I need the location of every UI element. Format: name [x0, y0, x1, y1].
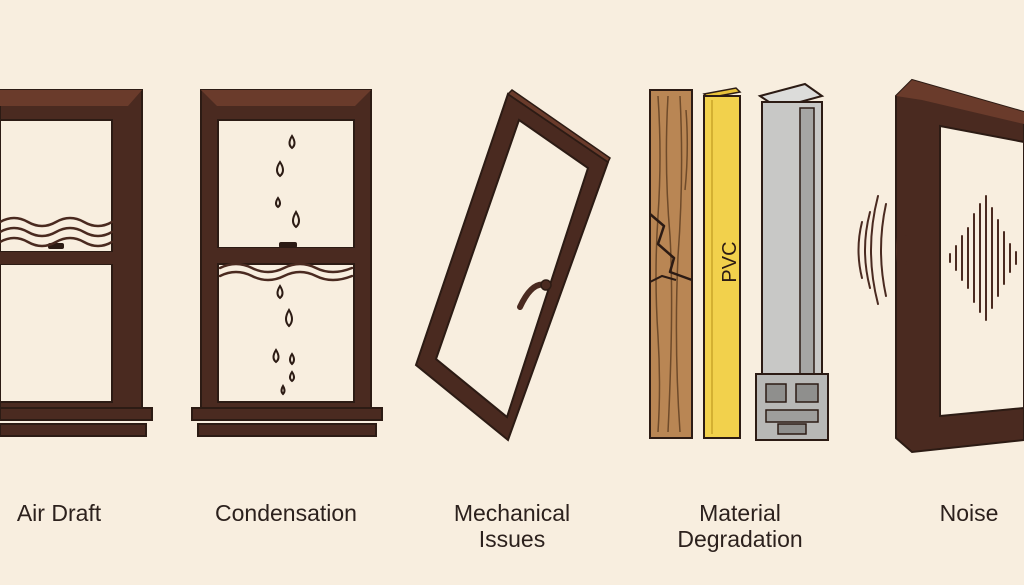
sound-wave-left: [857, 195, 907, 305]
condensation-droplets: [272, 134, 300, 396]
wood-frame-profile: [649, 89, 693, 439]
noise-window-icon: [895, 78, 1024, 454]
mechanical-issues-label-line-1: Mechanical: [453, 500, 571, 526]
noise-label: Noise: [924, 500, 1014, 526]
condensation-label-line: Condensation: [215, 500, 357, 526]
condensation-vapor-lines: [218, 262, 354, 282]
condensation-label: Condensation: [196, 500, 376, 526]
mechanical-issues-window-icon: [414, 89, 611, 442]
material-degradation-label-line-2: Degradation: [677, 526, 803, 552]
air-draft-label-line: Air Draft: [16, 500, 102, 526]
aluminum-frame-profile: [755, 82, 829, 441]
sound-wave-inside: [949, 195, 1017, 321]
mechanical-issues-label-line-2: Issues: [478, 526, 546, 552]
condensation-window-icon: [191, 89, 383, 437]
mechanical-issues-label: Mechanical Issues: [432, 500, 592, 552]
noise-label-line: Noise: [939, 500, 999, 526]
air-draft-window-icon: [0, 89, 153, 437]
material-degradation-label: Material Degradation: [652, 500, 828, 552]
pvc-frame-profile: [702, 87, 742, 439]
material-degradation-label-line-1: Material: [699, 500, 781, 526]
pvc-label: PVC: [719, 241, 741, 282]
air-draft-wind-lines: [0, 216, 114, 248]
air-draft-label: Air Draft: [4, 500, 114, 526]
